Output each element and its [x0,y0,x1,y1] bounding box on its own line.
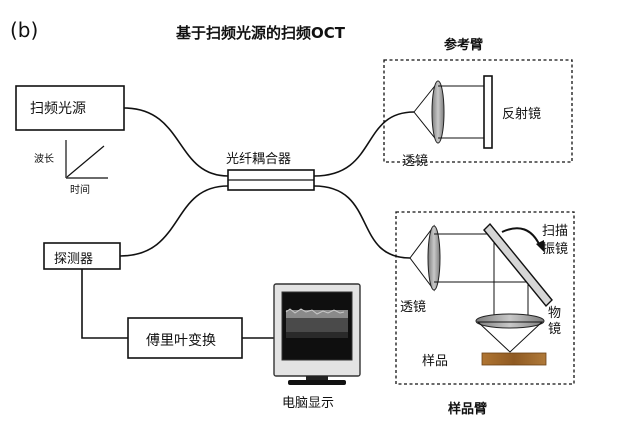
reference-lens-label: 透镜 [402,154,429,169]
detector-label: 探测器 [54,252,94,267]
oct-image-deep [286,332,348,338]
oct-image-surface [285,308,345,315]
graph-xlabel: 时间 [70,185,90,196]
computer-monitor [273,283,361,385]
scan-mirror-label-2: 振镜 [542,242,569,257]
fiber-to-reference-arm [313,111,415,177]
objective-label-1: 物 [548,306,562,321]
coupler-label: 光纤耦合器 [226,152,292,167]
scan-mirror [483,222,553,308]
reference-arm-box [383,59,573,163]
sample-block [481,352,547,366]
fiber-to-sample-arm [313,185,411,259]
monitor-base [288,380,346,385]
wire-detector-to-fourier [81,269,128,339]
objective-focus-cone [476,321,544,353]
oct-image-layer [286,318,348,332]
panel-label: (b) [10,18,39,42]
graph-line [66,145,105,178]
reference-mirror-label: 反射镜 [502,107,542,122]
swept-source-box [15,85,125,131]
monitor-neck [306,376,328,380]
fiber-source-to-coupler [123,107,229,177]
sample-label: 样品 [422,354,449,369]
graph-ylabel: 波长 [34,154,54,165]
reference-arm-title: 参考臂 [444,38,484,53]
scan-mirror-label-1: 扫描 [542,224,569,239]
scan-arrow-head [536,240,544,252]
objective-lens [475,313,545,329]
swept-source-label: 扫频光源 [30,101,86,117]
reference-mirror [483,75,493,149]
scan-arrow [501,227,541,247]
objective-label-2: 镜 [548,322,562,337]
wavelength-time-graph [65,140,108,179]
sample-lens [427,225,441,291]
sample-arm-box [395,211,575,385]
sample-lens-label: 透镜 [400,300,427,315]
sample-arm-title: 样品臂 [448,402,488,417]
diagram-title: 基于扫频光源的扫频OCT [176,24,345,42]
fourier-label: 傅里叶变换 [146,333,216,349]
fiber-detector-to-coupler [119,185,229,257]
reference-lens [431,80,445,144]
computer-label: 电脑显示 [282,396,335,411]
fourier-transform-box [127,317,243,359]
